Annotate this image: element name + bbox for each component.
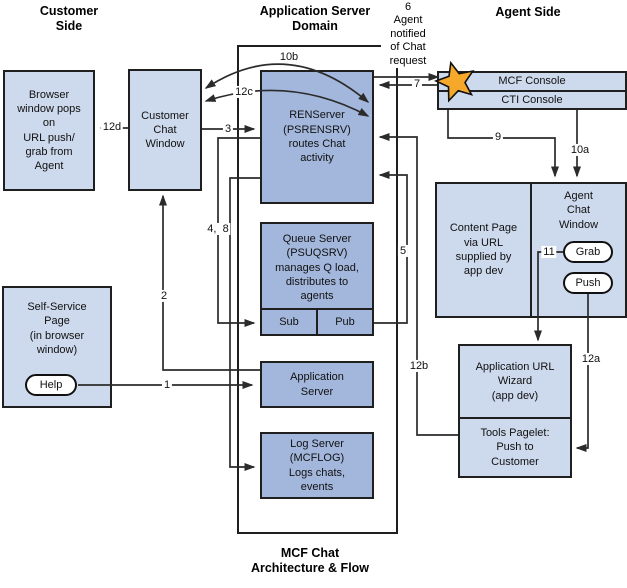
flow-label-12c: 12c: [233, 85, 255, 99]
mcf-console-bar: MCF Console: [437, 71, 627, 92]
tools-pagelet-box: Tools Pagelet: Push to Customer: [458, 417, 572, 478]
flow-label-2: 2: [158, 289, 170, 303]
flow-label-9: 9: [492, 130, 504, 144]
queue-sub-pub-row: Sub Pub: [262, 308, 372, 334]
browser-window-box: Browser window pops on URL push/ grab fr…: [3, 70, 95, 191]
flow-label-7: 7: [411, 77, 423, 91]
flow-label-3: 3: [222, 122, 234, 136]
push-button[interactable]: Push: [563, 272, 613, 294]
customer-chat-window-box: Customer Chat Window: [128, 69, 202, 191]
queue-pub-cell: Pub: [335, 315, 355, 328]
header-app-server-domain: Application Server Domain: [259, 4, 371, 33]
flow-label-5: 5: [397, 244, 409, 258]
note-agent-notified: 6 Agent notified of Chat request: [381, 1, 435, 69]
flow-label-10b: 10b: [277, 50, 301, 64]
help-button[interactable]: Help: [25, 374, 77, 396]
content-page-box: Content Page via URL supplied by app dev: [435, 182, 532, 318]
queue-server-box: Queue Server (PSUQSRV) manages Q load, d…: [260, 222, 374, 336]
header-agent-side: Agent Side: [495, 5, 561, 19]
grab-button[interactable]: Grab: [563, 241, 613, 263]
header-customer-side: Customer Side: [39, 4, 99, 33]
cti-console-bar: CTI Console: [437, 90, 627, 110]
flow-label-12a: 12a: [579, 352, 603, 366]
flow-label-1: 1: [161, 378, 173, 392]
queue-server-label: Queue Server (PSUQSRV) manages Q load, d…: [275, 233, 359, 303]
queue-sub-cell: Sub: [262, 310, 318, 334]
flow-label-12b: 12b: [407, 359, 431, 373]
application-url-wizard-box: Application URL Wizard (app dev): [458, 344, 572, 419]
renserver-box: RENServer (PSRENSRV) routes Chat activit…: [260, 70, 374, 204]
flow-label-11: 11: [541, 245, 557, 259]
flow-label-10a: 10a: [568, 143, 592, 157]
log-server-box: Log Server (MCFLOG) Logs chats, events: [260, 432, 374, 499]
diagram-caption: MCF Chat Architecture & Flow: [250, 546, 370, 575]
flow-label-4-8: 4, 8: [205, 222, 231, 236]
flow-label-12d: 12d: [100, 120, 124, 134]
application-server-box: Application Server: [260, 361, 374, 408]
